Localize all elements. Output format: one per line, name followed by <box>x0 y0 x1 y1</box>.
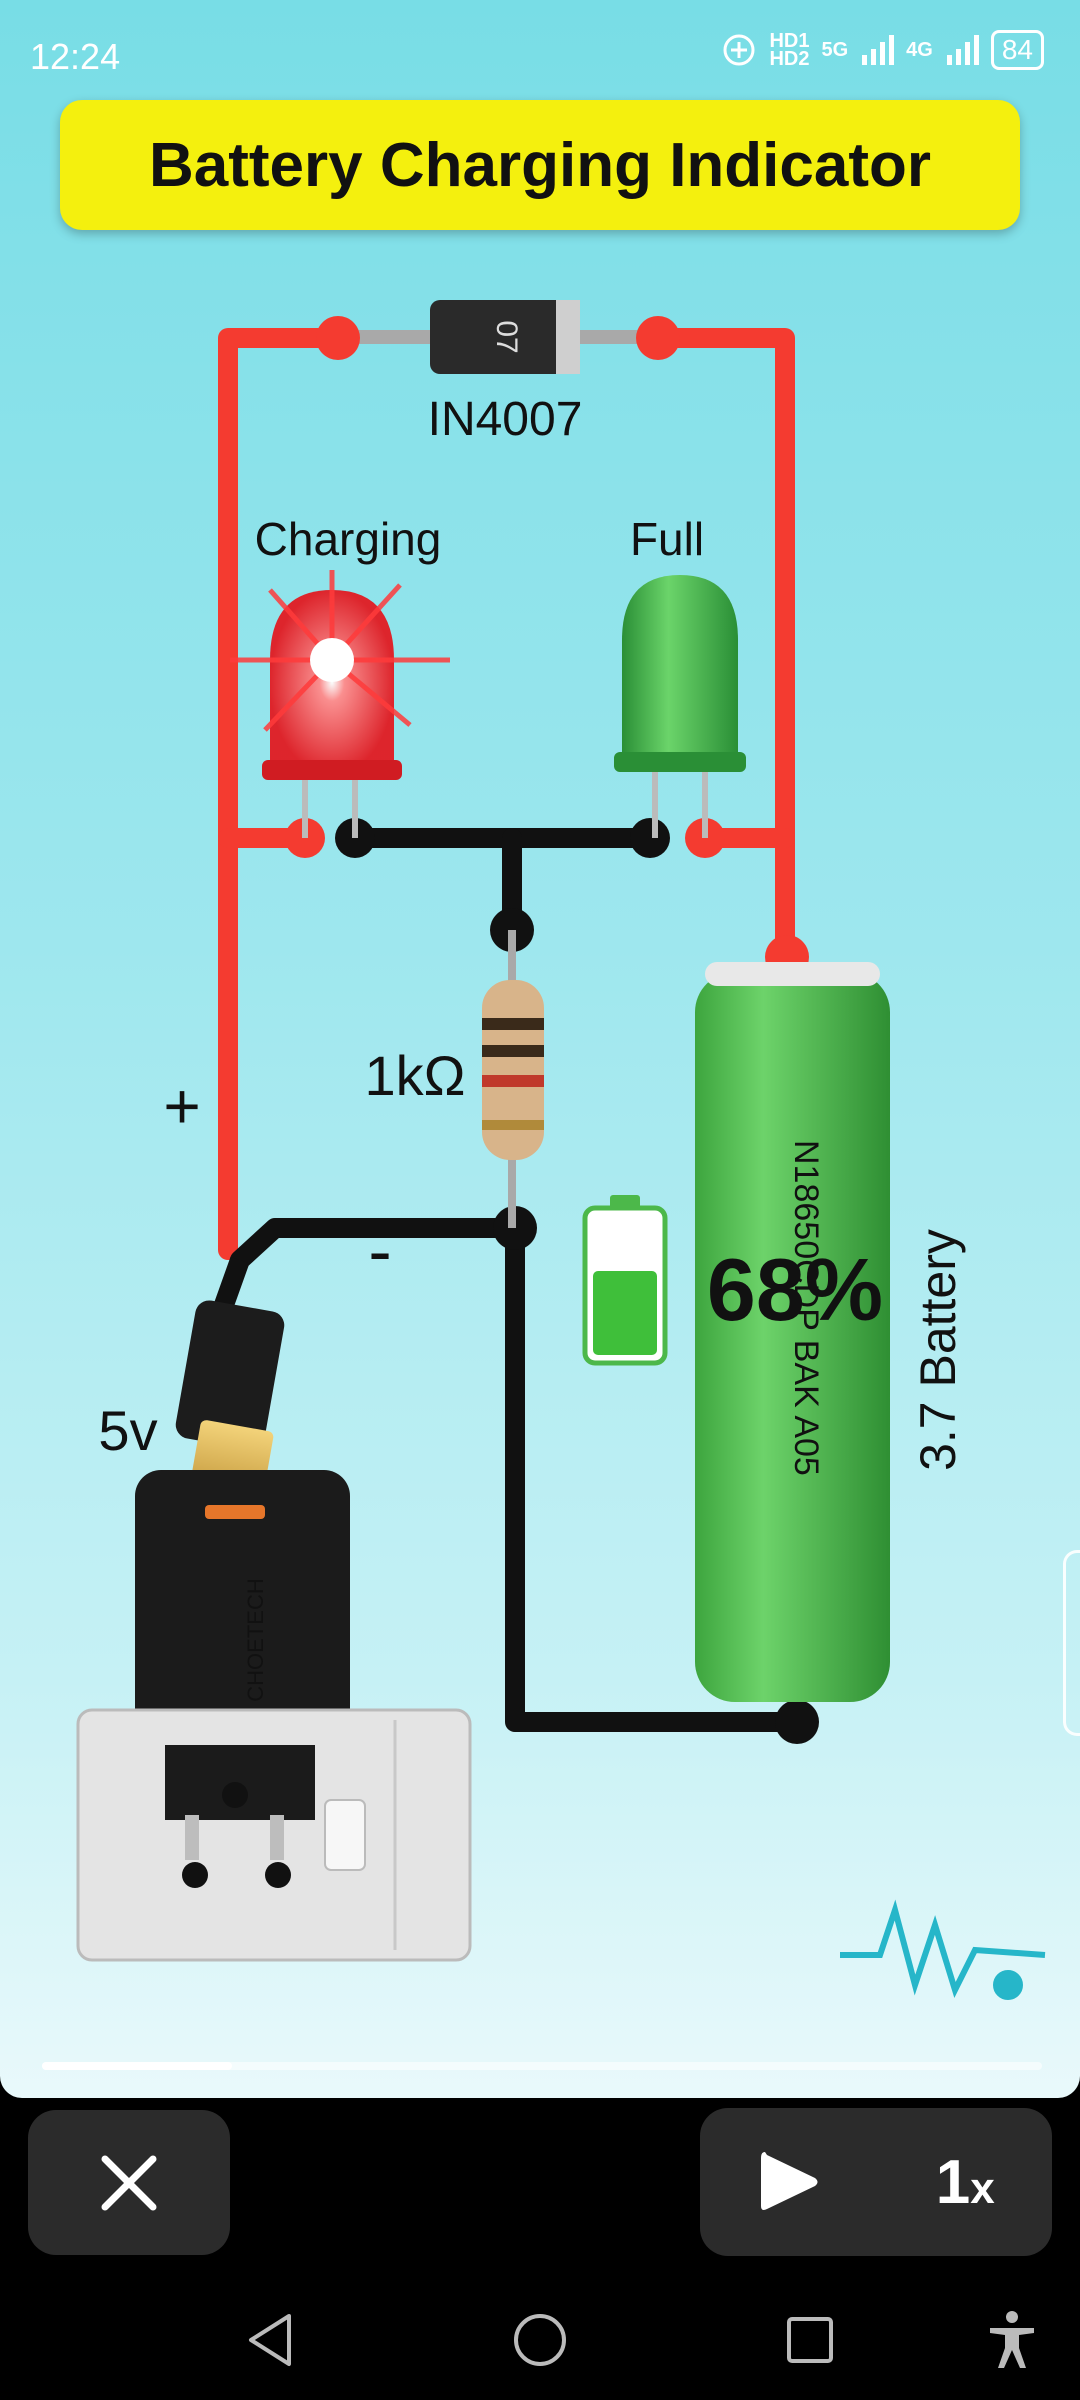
recents-icon <box>787 2317 833 2363</box>
battery-level-icon <box>582 1195 668 1366</box>
plus-label: + <box>163 1070 200 1142</box>
play-icon[interactable] <box>757 2148 821 2216</box>
charger-brand-label: CHOETECH <box>243 1578 268 1701</box>
home-icon <box>514 2314 566 2366</box>
diode-label: IN4007 <box>428 393 583 446</box>
recents-button[interactable] <box>770 2300 850 2380</box>
resistor-component <box>482 930 544 1228</box>
side-panel-handle[interactable] <box>1063 1550 1080 1736</box>
lithium-battery <box>695 962 890 1702</box>
data-saver-icon <box>723 34 755 66</box>
play-speed-control[interactable]: 1x <box>700 2108 1052 2256</box>
status-bar: 12:24 HD1 HD2 5G 4G 84 <box>0 0 1080 110</box>
hd1-label: HD1 <box>769 30 810 52</box>
black-wire-negative <box>230 1218 525 1270</box>
navigation-bar <box>0 2280 1080 2400</box>
wall-socket <box>76 1708 472 1962</box>
full-label: Full <box>630 513 704 565</box>
video-progress-bar[interactable] <box>42 2062 1042 2070</box>
hd-indicator: HD1 HD2 <box>769 30 810 70</box>
back-button[interactable] <box>230 2300 310 2380</box>
close-icon <box>101 2155 157 2210</box>
signal-icon-2 <box>946 35 979 65</box>
network-5g-label: 5G <box>821 38 849 61</box>
diode-body <box>430 300 580 374</box>
minus-label: - <box>368 1212 391 1290</box>
signal-icon <box>862 35 895 65</box>
watermark-logo <box>840 1899 1046 2000</box>
speed-value: 1 <box>935 2147 971 2217</box>
black-wires <box>230 828 805 1732</box>
home-button[interactable] <box>500 2300 580 2380</box>
resistor-label: 1kΩ <box>364 1044 465 1107</box>
battery-model-label: N18650CDP BAK A05 <box>787 1140 825 1476</box>
status-icons: HD1 HD2 5G 4G 84 <box>721 30 1044 70</box>
diode-band <box>556 300 580 374</box>
black-wire-ground <box>505 1218 805 1732</box>
junction-dots <box>285 316 819 1744</box>
video-title-banner: Battery Charging Indicator <box>60 100 1020 230</box>
voltage-label: 5v <box>98 1399 157 1462</box>
red-led-charging <box>230 570 450 838</box>
speed-suffix: x <box>970 2163 995 2213</box>
video-progress-fill <box>42 2062 232 2070</box>
network-4g-label: 4G <box>906 38 933 61</box>
charging-label: Charging <box>255 513 442 565</box>
battery-type-label: 3.7 Battery <box>910 1229 966 1471</box>
hd2-label: HD2 <box>769 48 810 70</box>
back-icon <box>249 2314 291 2366</box>
close-button[interactable] <box>28 2110 230 2255</box>
status-time: 12:24 <box>30 36 121 77</box>
accessibility-icon <box>990 2311 1034 2368</box>
charger-adapter: CHOETECH <box>135 1470 350 1745</box>
accessibility-button[interactable] <box>972 2300 1052 2380</box>
playback-speed-label[interactable]: 1x <box>936 2147 995 2218</box>
battery-status: 84 <box>990 30 1044 70</box>
green-led-full <box>614 575 746 838</box>
battery-percent-label: 68% <box>707 1240 883 1339</box>
circuit-diagram: 07 <box>76 300 1046 2000</box>
red-wire-left <box>218 328 345 1260</box>
video-player[interactable]: 07 <box>0 0 1080 2098</box>
diode-marking: 07 <box>490 320 523 353</box>
red-wire-right <box>650 328 795 965</box>
diode-component: 07 <box>335 300 660 374</box>
